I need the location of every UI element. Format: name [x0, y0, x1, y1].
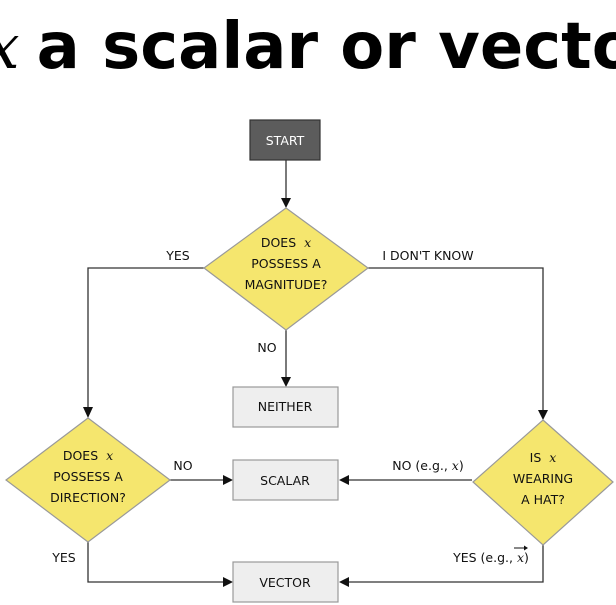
edge-label-direction-yes: YES	[51, 550, 76, 565]
hat-question-line3: A HAT?	[521, 492, 565, 507]
variable-x: x	[304, 235, 311, 250]
vector-label: VECTOR	[259, 575, 311, 590]
start-node: START	[249, 119, 321, 161]
neither-box	[232, 386, 339, 428]
hat-decision: IS x WEARING A HAT?	[472, 419, 614, 546]
page-title: Is x a scalar or vector?	[0, 10, 616, 84]
vector-node: VECTOR	[232, 561, 339, 603]
edge-label-hat-yes: YES (e.g., x)	[452, 550, 529, 565]
edge-magnitude-yes	[87, 267, 204, 408]
arrowhead-scalar-left	[223, 475, 233, 485]
edge-label-magnitude-dont-know: I DON'T KNOW	[382, 248, 473, 263]
variable-x: x	[106, 448, 113, 463]
scalar-node: SCALAR	[232, 459, 339, 501]
hat-question-line1: IS x	[530, 450, 557, 465]
magnitude-question-line3: MAGNITUDE?	[245, 277, 328, 292]
edge-label-magnitude-no: NO	[257, 340, 276, 355]
edge-label-hat-no: NO (e.g., x)	[392, 458, 464, 473]
neither-label: NEITHER	[258, 399, 313, 414]
direction-question-line2: POSSESS A	[53, 469, 123, 484]
direction-decision: DOES x POSSESS A DIRECTION?	[5, 417, 171, 543]
arrowhead-vector-right	[339, 577, 349, 587]
direction-question-line1: DOES x	[63, 448, 113, 463]
hat-diamond	[472, 419, 614, 546]
variable-x: x	[452, 458, 459, 473]
arrowhead-hat	[538, 410, 548, 420]
edge-label-magnitude-yes: YES	[165, 248, 190, 263]
start-label: START	[266, 133, 305, 148]
arrowhead-scalar-right	[339, 475, 349, 485]
variable-x-with-arrow: x	[517, 550, 524, 565]
edge-direction-yes	[87, 542, 226, 583]
direction-diamond	[5, 417, 171, 543]
start-box	[249, 119, 321, 161]
direction-question-line3: DIRECTION?	[50, 490, 126, 505]
magnitude-diamond	[202, 207, 370, 331]
arrowhead-direction	[83, 407, 93, 418]
vector-arrow-icon	[514, 545, 528, 551]
edge-magnitude-dont-know	[368, 267, 544, 412]
magnitude-decision: DOES x POSSESS A MAGNITUDE?	[202, 207, 370, 331]
arrowheads	[83, 198, 548, 587]
variable-x: x	[549, 450, 556, 465]
scalar-box	[232, 459, 339, 501]
arrowhead-neither	[281, 377, 291, 387]
connectors	[87, 160, 544, 583]
vector-box	[232, 561, 339, 603]
arrowhead-start	[281, 198, 291, 208]
title-variable: x	[0, 10, 20, 83]
edge-hat-yes	[346, 545, 544, 583]
magnitude-question-line1: DOES x	[261, 235, 311, 250]
neither-node: NEITHER	[232, 386, 339, 428]
arrowhead-vector-left	[223, 577, 233, 587]
edge-labels: YES I DON'T KNOW NO NO YES NO (e.g., x) …	[51, 248, 529, 565]
edge-label-direction-no: NO	[173, 458, 192, 473]
magnitude-question-line2: POSSESS A	[251, 256, 321, 271]
title-suffix: a scalar or vector?	[37, 10, 616, 84]
hat-question-line2: WEARING	[513, 471, 573, 486]
scalar-label: SCALAR	[260, 473, 310, 488]
